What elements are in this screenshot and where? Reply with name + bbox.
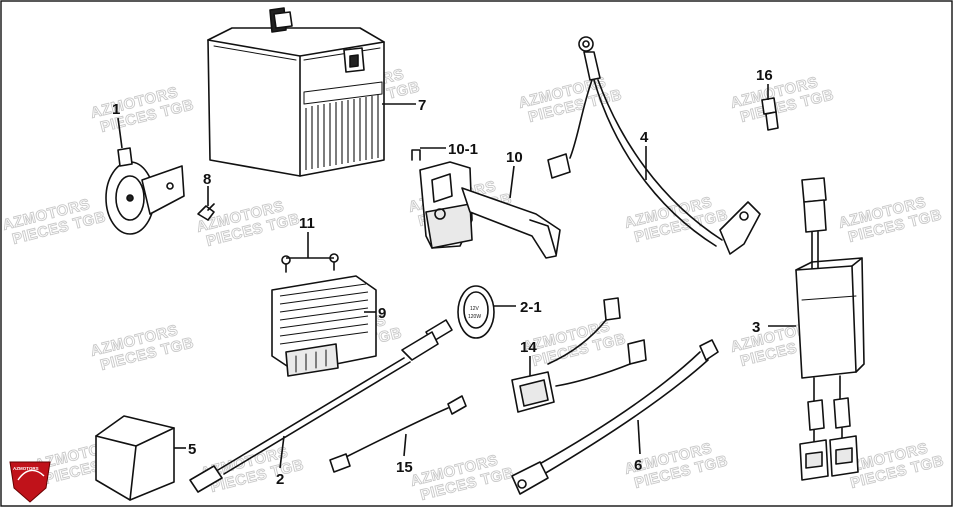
callout-2: 2 <box>276 471 284 488</box>
leader-lines <box>117 84 796 469</box>
relay-block <box>95 415 175 501</box>
relay-harness <box>795 177 865 481</box>
callout-11: 11 <box>299 215 315 232</box>
callout-9: 9 <box>378 305 386 322</box>
battery <box>207 7 385 177</box>
callouts: 1 7 8 11 9 10-1 10 4 16 3 2-1 14 2 15 6 … <box>112 67 773 488</box>
watermark: AZMOTORS PIECES TGB <box>88 83 196 136</box>
callout-10: 10 <box>506 149 523 166</box>
flasher-wattage-text: 120W <box>468 314 481 320</box>
callout-5: 5 <box>188 441 196 458</box>
watermark: AZMOTORS PIECES TGB <box>622 193 730 246</box>
fuse-clip <box>411 149 421 161</box>
callout-16: 16 <box>756 67 773 84</box>
callout-3: 3 <box>752 319 760 336</box>
callout-2-1: 2-1 <box>520 299 542 316</box>
callout-15: 15 <box>396 459 413 476</box>
screw <box>197 203 215 221</box>
watermark: AZMOTORS PIECES TGB <box>836 193 944 246</box>
battery-cable <box>511 339 719 495</box>
watermark: AZMOTORS PIECES TGB <box>88 321 196 374</box>
callout-8: 8 <box>203 171 211 188</box>
connector-plug <box>761 97 779 131</box>
short-harness <box>329 395 467 473</box>
watermark: AZMOTORS PIECES TGB <box>408 451 516 504</box>
azmotors-logo: AZMOTORS <box>9 461 51 503</box>
flasher-voltage-text: 12V <box>470 306 480 312</box>
watermark: AZMOTORS PIECES TGB <box>520 317 628 370</box>
bolts <box>281 253 339 273</box>
ground-harness <box>547 36 761 255</box>
watermark: AZMOTORS PIECES TGB <box>728 73 836 126</box>
callout-10-1: 10-1 <box>448 141 478 158</box>
bulb-socket-harness <box>189 319 453 493</box>
callout-1: 1 <box>112 101 120 118</box>
logo-text: AZMOTORS <box>13 466 39 471</box>
horn <box>105 147 185 235</box>
flasher-unit: 12V 120W <box>457 285 495 339</box>
callout-7: 7 <box>418 97 426 114</box>
watermark: AZMOTORS PIECES TGB <box>194 197 302 250</box>
watermark: AZMOTORS PIECES TGB <box>0 195 108 248</box>
starter-relay <box>419 161 561 259</box>
callout-6: 6 <box>634 457 642 474</box>
callout-14: 14 <box>520 339 537 356</box>
sub-harness <box>511 297 647 413</box>
callout-4: 4 <box>640 129 649 146</box>
regulator <box>271 275 377 377</box>
